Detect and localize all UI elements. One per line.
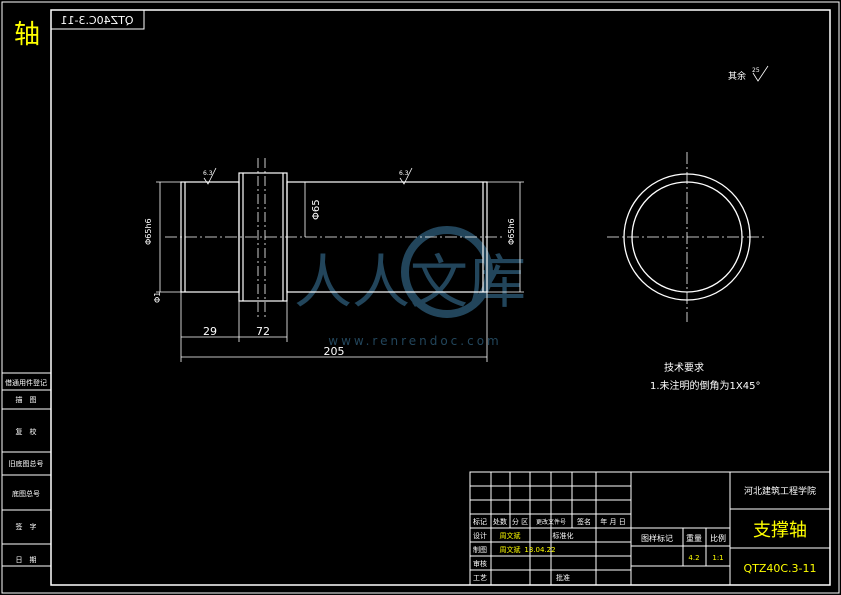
dim-right-dia: Φ65h6 <box>507 218 516 245</box>
strip-row-3: 旧底图总号 <box>9 459 44 468</box>
tb-hdr-chushu: 处数 <box>493 517 507 526</box>
notes-line1: 1.未注明的倒角为1X45° <box>650 379 760 392</box>
dim-72: 72 <box>256 325 270 338</box>
tb-hdr-biaoji: 标记 <box>473 517 487 526</box>
strip-row-1: 描 图 <box>16 395 37 404</box>
roughness-other-label: 其余 <box>728 70 746 82</box>
watermark-url: www.renrendoc.com <box>328 334 501 348</box>
strip-row-0: 借通用件登记 <box>5 378 47 387</box>
tb-part-name: 支撑轴 <box>753 520 807 541</box>
tb-scale: 1:1 <box>712 554 723 562</box>
corner-code-box <box>50 9 145 30</box>
roughness-symbol <box>752 65 769 82</box>
dim-left-small: Φ1 <box>153 292 162 303</box>
roughness-local-right: 6.3 <box>399 170 409 177</box>
tb-lbl-shenhe: 审核 <box>473 559 487 568</box>
dimension-lines <box>156 181 524 362</box>
tb-date: 13.04.22 <box>524 546 555 554</box>
tb-weight: 4.2 <box>688 554 699 562</box>
tb-hdr-qianming: 签名 <box>577 517 591 526</box>
tb-lbl-tuyang: 图样标记 <box>641 533 673 543</box>
dim-center-dia: Φ65 <box>311 199 322 220</box>
tb-lbl-bili: 比例 <box>710 533 726 543</box>
tb-drawing-no: QTZ40C.3-11 <box>743 562 816 575</box>
dim-29: 29 <box>203 325 217 338</box>
tb-lbl-gongyi: 工艺 <box>473 574 487 582</box>
roughness-other-value: 25 <box>752 67 760 74</box>
strip-row-6: 日 期 <box>16 556 37 564</box>
strip-row-4: 底图总号 <box>12 489 40 498</box>
shaft-end-view <box>607 152 767 322</box>
watermark: 人人文库 www.renrendoc.com <box>294 226 526 348</box>
tb-lbl-zhitu: 制图 <box>473 545 487 554</box>
tb-hdr-date: 年 月 日 <box>600 517 625 526</box>
tb-school: 河北建筑工程学院 <box>744 485 816 497</box>
tb-lbl-zhongliang: 重量 <box>686 533 702 543</box>
notes-heading: 技术要求 <box>664 361 704 374</box>
tb-lbl-pizhun: 批准 <box>556 573 570 582</box>
title-block <box>469 471 831 586</box>
tb-lbl-sheji: 设计 <box>473 531 487 540</box>
inner-frame <box>50 9 831 586</box>
watermark-text: 人人文库 <box>294 248 526 316</box>
tb-lbl-biaozhunhua: 标准化 <box>553 531 574 540</box>
dim-left-dia: Φ65h6 <box>144 218 153 245</box>
dim-205: 205 <box>324 345 345 358</box>
tb-hdr-fenqu: 分 区 <box>512 517 528 526</box>
roughness-local-left: 6.3 <box>203 170 213 177</box>
strip-row-5: 签 字 <box>16 522 37 531</box>
left-strip: 借通用件登记 描 图 复 校 旧底图总号 底图总号 签 字 日 期 <box>1 372 52 567</box>
roughness-local <box>203 167 413 185</box>
strip-row-2: 复 校 <box>16 427 37 436</box>
corner-code-mirrored: QTZ40C.3-11 <box>60 14 133 27</box>
shaft-side-view <box>165 158 505 318</box>
tb-drafter: 周文斌 <box>500 545 521 554</box>
tb-hdr-gengai: 更改文件号 <box>536 518 566 526</box>
corner-title-char: 轴 <box>14 20 40 50</box>
tb-designer: 周文斌 <box>500 531 521 540</box>
